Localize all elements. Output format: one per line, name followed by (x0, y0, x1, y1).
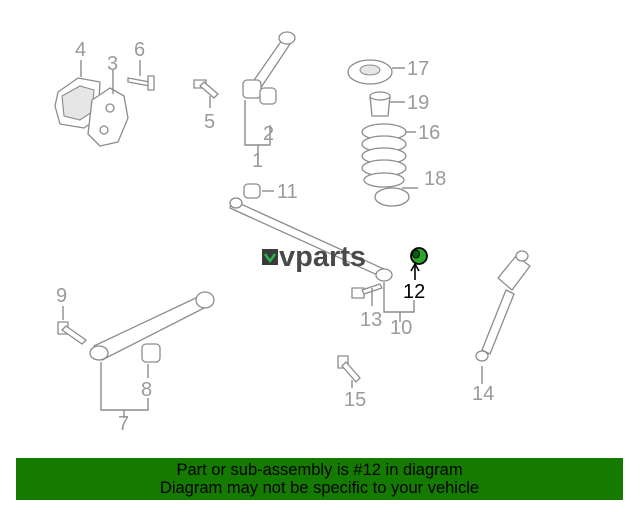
part-8-bushing[interactable] (141, 343, 161, 363)
part-17-spring-seat[interactable] (347, 59, 393, 85)
footer-line-1: Part or sub-assembly is #12 in diagram (176, 461, 463, 479)
callout-6: 6 (134, 39, 145, 61)
callout-17: 17 (407, 58, 429, 80)
callout-7: 7 (118, 413, 129, 435)
callout-8: 8 (141, 379, 152, 401)
callout-2: 2 (263, 123, 274, 145)
callout-3: 3 (107, 53, 118, 75)
callout-16: 16 (418, 122, 440, 144)
callout-11: 11 (277, 181, 298, 203)
callout-10: 10 (390, 317, 412, 339)
callout-13: 13 (360, 309, 382, 331)
callout-9: 9 (56, 285, 67, 307)
part-14-shock-absorber[interactable] (475, 250, 531, 362)
footer-notice-bar: Part or sub-assembly is #12 in diagram D… (16, 458, 623, 500)
callout-1: 1 (252, 150, 263, 172)
part-7-lower-arm[interactable] (89, 291, 215, 361)
brand-logo: vparts (262, 241, 366, 273)
part-18-insulator[interactable] (374, 187, 410, 207)
footer-line-2: Diagram may not be specific to your vehi… (159, 479, 480, 497)
part-19-bump-stop[interactable] (369, 91, 391, 117)
callout-4: 4 (75, 39, 86, 61)
part-16-coil-spring[interactable] (361, 123, 407, 188)
part-12-bushing[interactable] (410, 247, 428, 265)
callout-18: 18 (424, 168, 446, 190)
callout-14: 14 (472, 383, 494, 405)
part-5-bolt[interactable] (193, 79, 219, 99)
brand-logo-text: vparts (279, 241, 366, 273)
brand-logo-icon (262, 249, 278, 265)
part-9-bolt[interactable] (57, 321, 87, 345)
callout-5: 5 (204, 111, 215, 133)
part-2-bushing[interactable] (259, 87, 277, 105)
part-3-knuckle[interactable] (87, 87, 129, 147)
part-10-lateral-link[interactable] (229, 197, 393, 282)
callout-12[interactable]: 12 (403, 281, 425, 303)
callout-19: 19 (407, 92, 429, 114)
part-13-bolt[interactable] (351, 283, 383, 299)
part-15-bolt[interactable] (337, 355, 361, 383)
callout-15: 15 (344, 389, 366, 411)
part-11-bushing[interactable] (243, 183, 261, 199)
part-6-bolt[interactable] (127, 75, 155, 91)
